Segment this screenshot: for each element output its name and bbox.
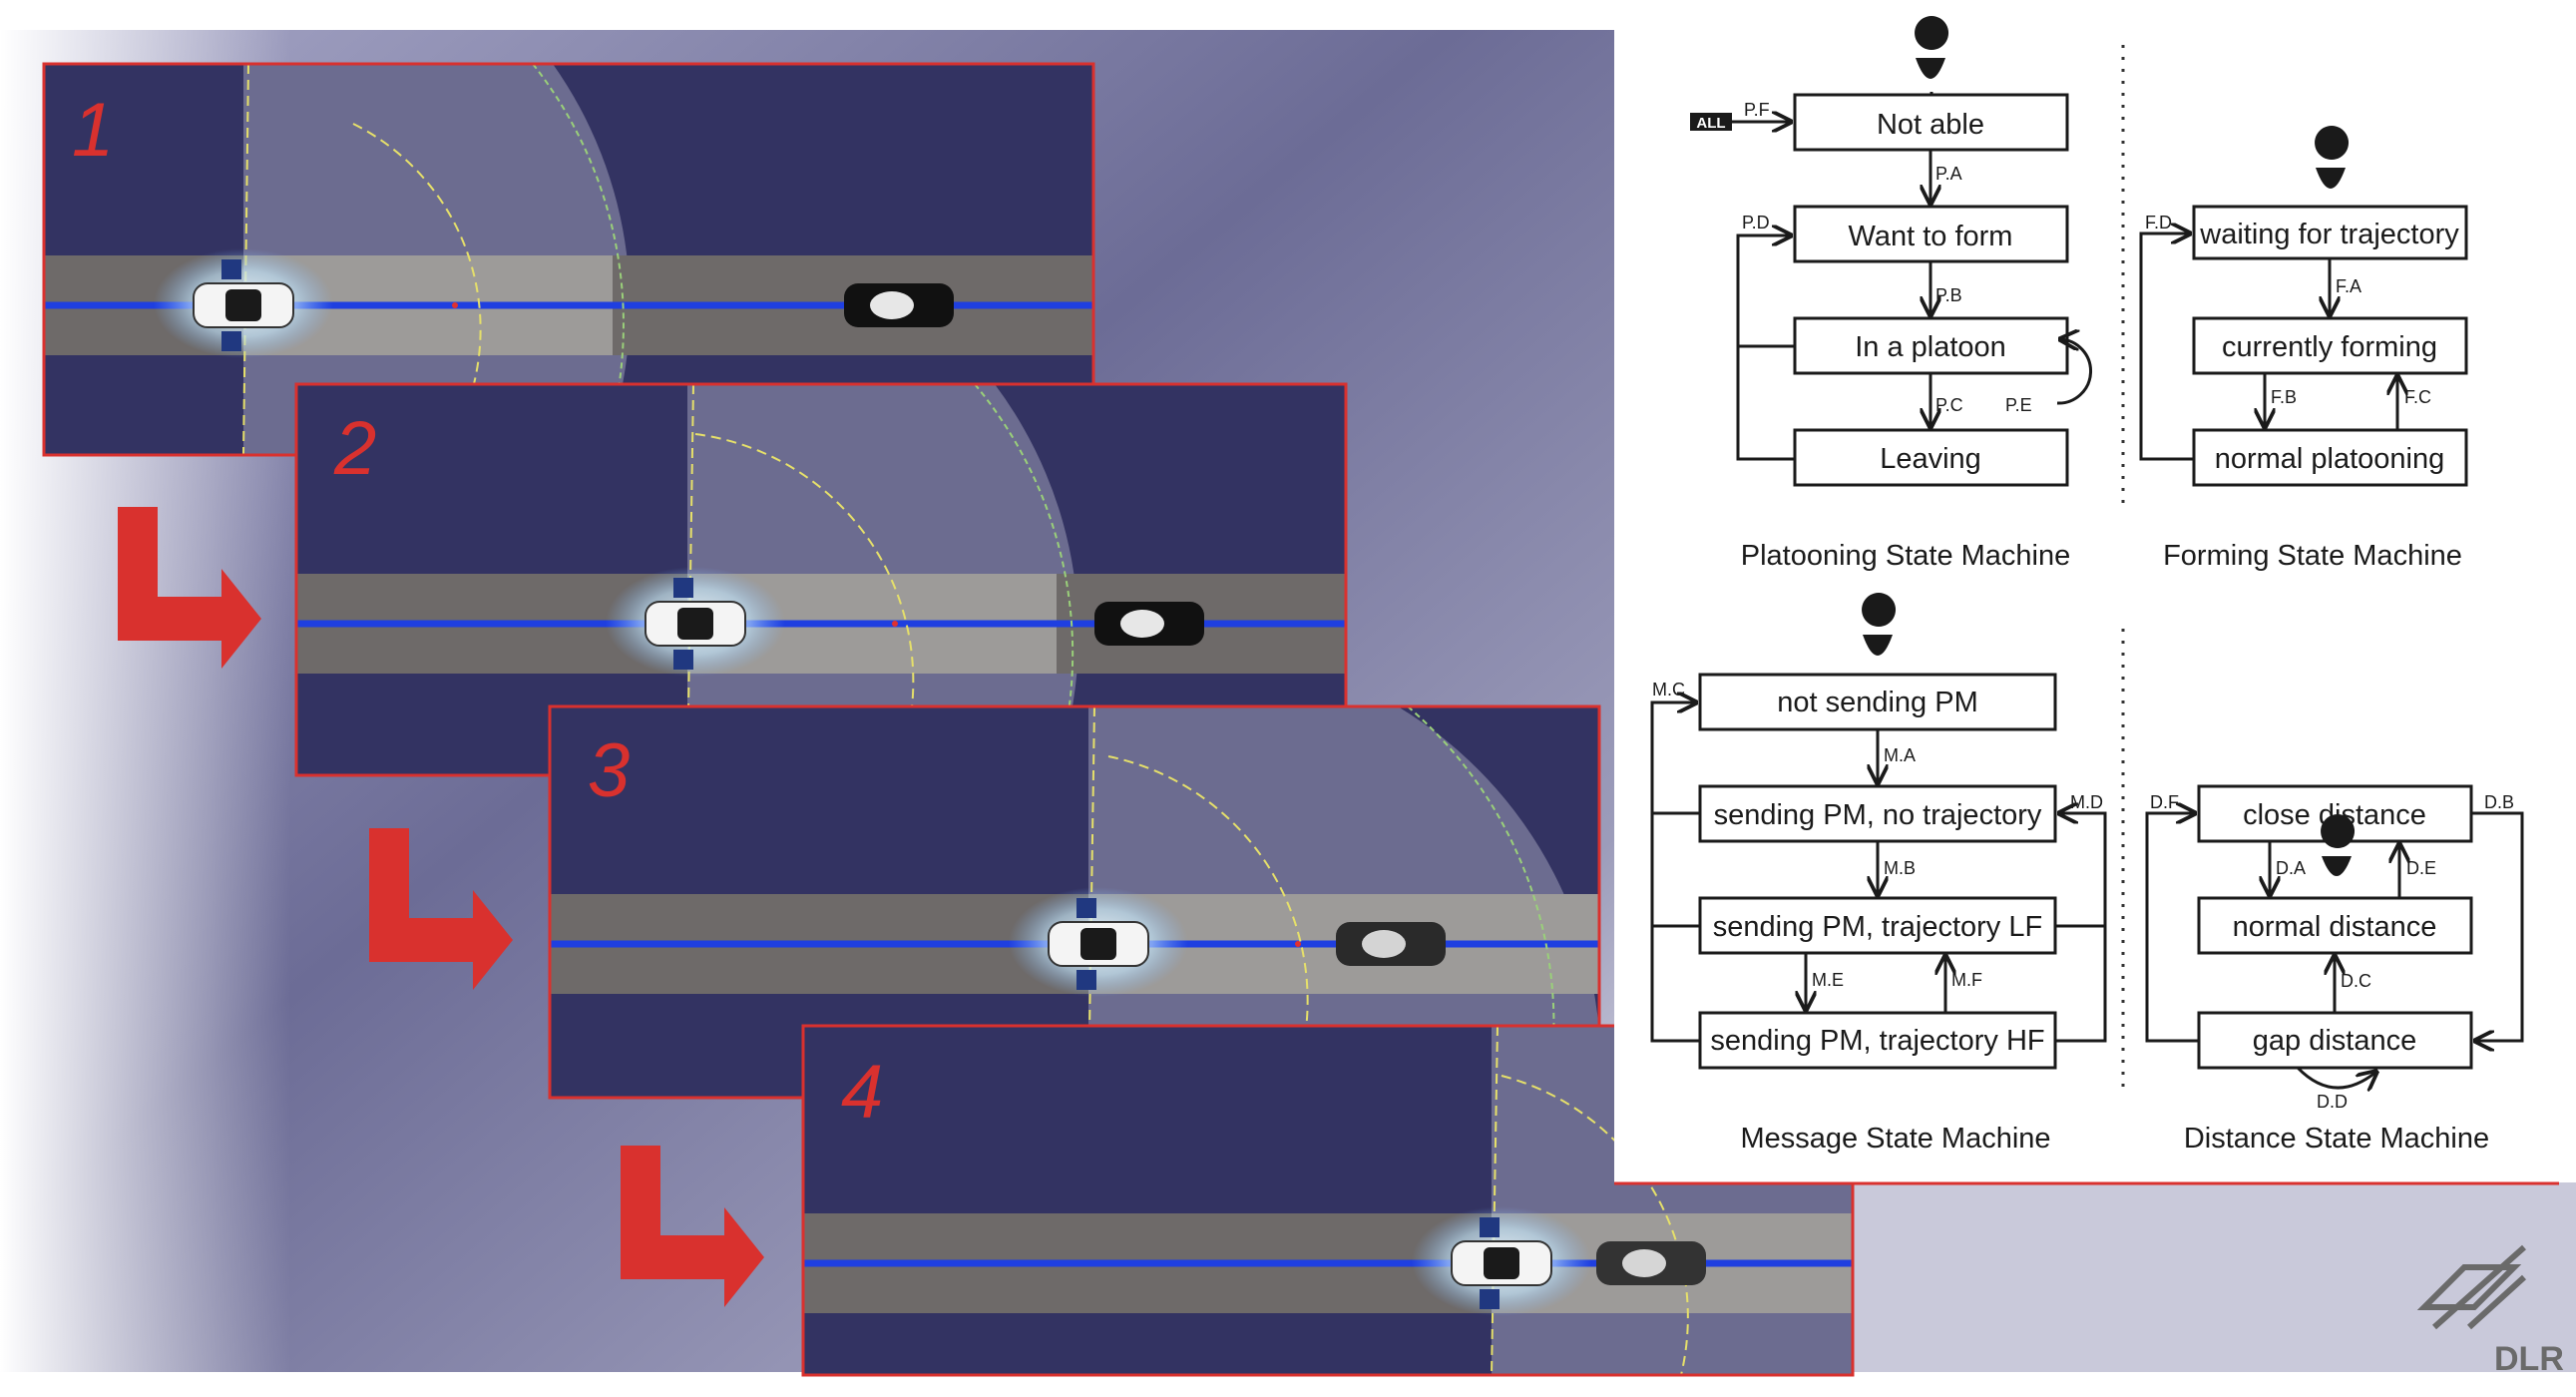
transition-label: P.D (1742, 213, 1770, 233)
state-sending-pm-trajectory-hf (1698, 1011, 2057, 1070)
transition-label: P.E (2005, 395, 2032, 415)
state-label: gap distance (2253, 1025, 2416, 1057)
transition-label: M.A (1884, 745, 1916, 765)
transition-label: M.B (1884, 858, 1916, 878)
transition-label: M.D (2070, 792, 2103, 812)
initial-state-pin-icon (2322, 856, 2352, 876)
panel-number: 3 (588, 728, 630, 813)
state-currently-forming (2192, 316, 2468, 375)
state-label: normal platooning (2215, 443, 2445, 475)
dlr-logo: DLR (2416, 1244, 2564, 1378)
state-label: waiting for trajectory (2199, 219, 2459, 250)
transition-label: D.C (2341, 971, 2371, 991)
state-machine-panel-bg (1614, 28, 2559, 1183)
caption-forming: Forming State Machine (2163, 540, 2462, 572)
transition-label: D.A (2276, 858, 2306, 878)
state-label: sending PM, trajectory LF (1713, 911, 2042, 943)
caption-distance: Distance State Machine (2184, 1123, 2489, 1155)
panel-number: 4 (841, 1050, 883, 1135)
state-normal-distance (2197, 896, 2473, 955)
caption-message: Message State Machine (1740, 1123, 2050, 1155)
all-states-badge (1690, 113, 1732, 131)
simulation-panel-1: 1 (42, 62, 1095, 457)
self-loop (2056, 339, 2092, 405)
transition-label: D.D (2317, 1092, 2348, 1112)
transition-label: P.C (1935, 395, 1963, 415)
message-state-machine: not sending PM M.C M.A sending PM, no tr… (1650, 593, 2107, 1155)
state-label: Not able (1877, 109, 1984, 141)
state-machine-panel: ALL P.F Not able P.A Want to form P.D P.… (1614, 16, 2559, 1185)
dlr-logo-mark (2416, 1244, 2527, 1330)
transition-label: F.B (2271, 387, 2297, 407)
initial-state-pin-icon (1916, 58, 1945, 79)
transition-label: M.E (1812, 970, 1844, 990)
platooning-state-machine: ALL P.F Not able P.A Want to form P.D P.… (1690, 16, 2092, 572)
transition-label: P.A (1935, 164, 1962, 184)
transition-label: M.F (1951, 970, 1982, 990)
panel-number: 2 (333, 406, 376, 491)
distance-state-machine: close distance D.F D.B D.A D.E normal di… (2145, 784, 2524, 1155)
transition-label: P.B (1935, 285, 1962, 305)
panel-number: 1 (72, 88, 114, 173)
step-arrow-1-2 (118, 507, 261, 669)
forming-state-machine: waiting for trajectory F.D F.A currently… (2139, 126, 2468, 572)
transition-label: F.A (2336, 276, 2361, 296)
state-sending-pm-trajectory-lf (1698, 896, 2057, 955)
state-label: currently forming (2222, 331, 2437, 363)
transition-label: F.C (2404, 387, 2431, 407)
self-loop (2296, 1066, 2376, 1088)
state-label: Leaving (1880, 443, 1981, 475)
step-arrow-2-3 (369, 828, 513, 990)
state-want-to-form (1793, 205, 2069, 263)
transition-label: P.F (1744, 100, 1770, 120)
transition-label: F.D (2145, 213, 2172, 233)
transition-label: D.E (2406, 858, 2436, 878)
state-normal-platooning (2192, 428, 2468, 487)
state-gap-distance (2197, 1011, 2473, 1070)
state-label: sending PM, trajectory HF (1710, 1025, 2044, 1057)
initial-state-pin-icon (1863, 635, 1893, 656)
state-label: sending PM, no trajectory (1714, 799, 2042, 831)
state-label: not sending PM (1777, 687, 1978, 718)
state-label: Want to form (1849, 221, 2013, 252)
state-leaving (1793, 428, 2069, 487)
state-label: normal distance (2233, 911, 2437, 943)
dlr-logo-text: DLR (2494, 1340, 2564, 1378)
state-label: In a platoon (1855, 331, 2006, 363)
state-waiting-for-trajectory (2192, 205, 2468, 260)
caption-platooning: Platooning State Machine (1741, 540, 2071, 572)
transition-label: M.C (1652, 680, 1685, 699)
transition-label: D.F (2150, 792, 2179, 812)
all-label: ALL (1696, 115, 1725, 132)
initial-state-pin-icon (2316, 168, 2346, 189)
transition-label: D.B (2484, 792, 2514, 812)
step-arrow-3-4 (621, 1146, 764, 1307)
